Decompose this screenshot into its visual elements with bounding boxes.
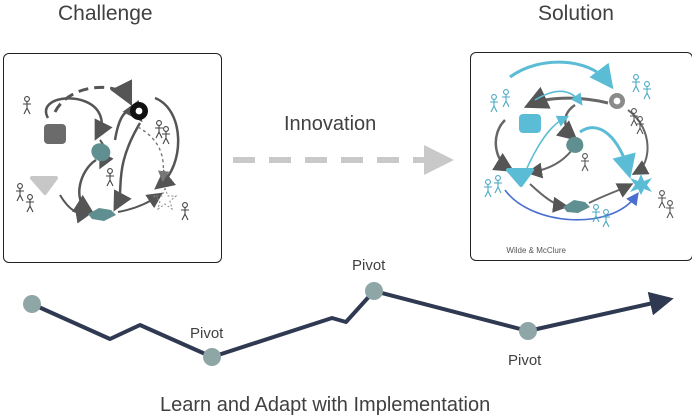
person-icon bbox=[483, 179, 493, 198]
person-icon bbox=[642, 81, 652, 100]
solution-panel bbox=[470, 52, 692, 261]
person-icon bbox=[657, 190, 667, 209]
diamond-shape bbox=[88, 208, 116, 221]
person-icon bbox=[22, 96, 32, 115]
person-icon bbox=[154, 120, 164, 139]
challenge-title: Challenge bbox=[58, 2, 153, 25]
blob-shape bbox=[566, 136, 584, 153]
person-icon bbox=[493, 175, 503, 194]
pivot-label: Pivot bbox=[352, 257, 386, 274]
pivot-node bbox=[519, 322, 537, 340]
person-icon bbox=[15, 183, 25, 202]
credit-text: Wilde & McClure bbox=[506, 246, 566, 255]
triangle-shape bbox=[506, 168, 534, 187]
implementation-path bbox=[31, 289, 674, 359]
square-shape bbox=[44, 124, 66, 144]
pivot-label: Pivot bbox=[190, 325, 224, 342]
person-icon bbox=[631, 74, 641, 93]
path-node-start bbox=[23, 295, 41, 313]
blob-shape bbox=[91, 143, 111, 162]
person-icon bbox=[180, 202, 190, 221]
diamond-shape bbox=[563, 200, 590, 213]
square-shape bbox=[519, 114, 541, 133]
solution-title: Solution bbox=[538, 2, 614, 25]
person-icon bbox=[161, 126, 171, 145]
solution-network bbox=[483, 60, 675, 228]
pivot-label: Pivot bbox=[508, 352, 542, 369]
person-icon bbox=[25, 194, 35, 213]
caption: Learn and Adapt with Implementation bbox=[160, 394, 491, 416]
star-outline-shape bbox=[152, 186, 178, 211]
person-icon bbox=[501, 89, 511, 108]
innovation-label: Innovation bbox=[284, 113, 377, 135]
person-icon bbox=[665, 200, 675, 219]
pivot-node bbox=[365, 282, 383, 300]
person-icon bbox=[601, 209, 611, 228]
star-shape bbox=[630, 174, 652, 195]
person-icon bbox=[489, 94, 499, 113]
pivot-node bbox=[203, 348, 221, 366]
triangle-shape bbox=[30, 176, 58, 195]
person-icon bbox=[580, 153, 590, 172]
person-icon bbox=[105, 168, 115, 187]
challenge-network bbox=[15, 79, 190, 224]
